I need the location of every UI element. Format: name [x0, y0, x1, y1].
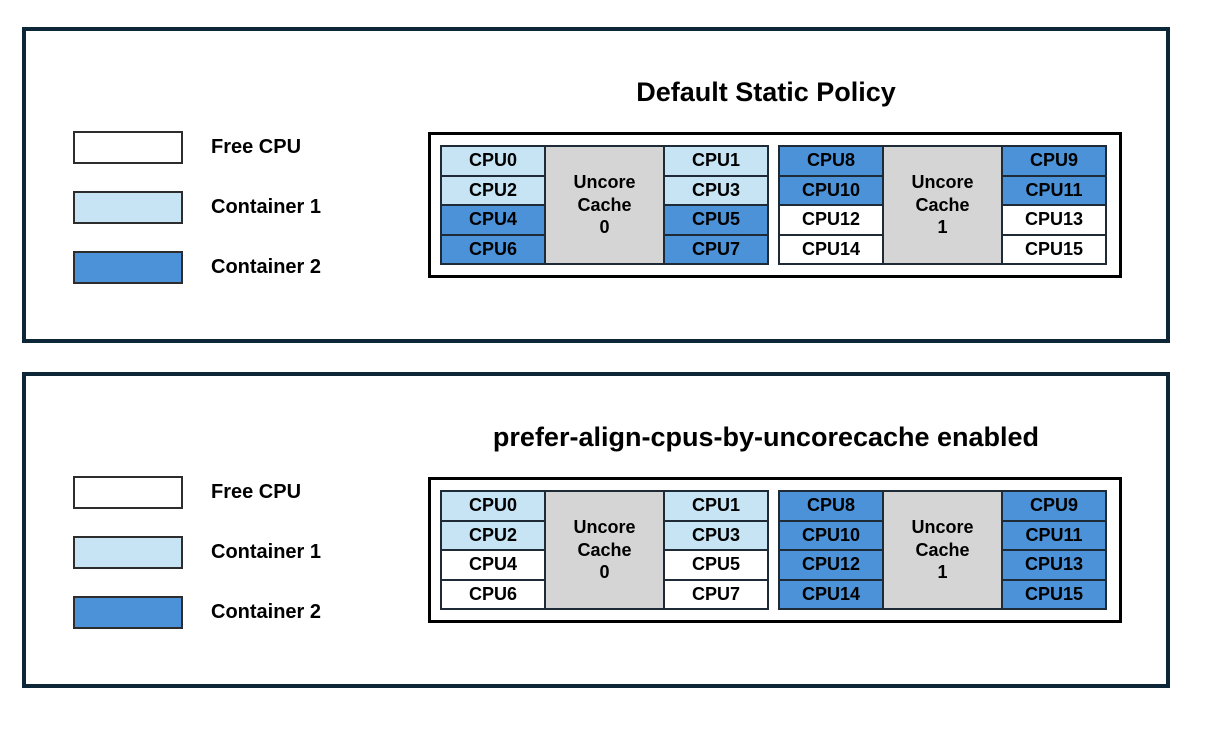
cpu-cell: CPU1	[663, 490, 769, 522]
legend-item: Free CPU	[73, 131, 321, 164]
legend: Free CPU Container 1 Container 2	[73, 131, 321, 311]
uncore-cache-label-line: 0	[599, 217, 610, 238]
cpu-cell: CPU14	[778, 578, 884, 610]
cpu-cell: CPU7	[663, 578, 769, 610]
cpu-cell: CPU9	[1001, 145, 1107, 177]
cpu-cell: CPU8	[778, 145, 884, 177]
legend-item: Container 1	[73, 536, 321, 569]
cpu-cell: CPU9	[1001, 490, 1107, 522]
cpu-cell: CPU2	[440, 174, 546, 206]
legend-label: Free CPU	[211, 481, 302, 503]
cpu-cell: CPU13	[1001, 204, 1107, 236]
policy-panel: Default Static Policy Free CPU Container…	[22, 27, 1170, 343]
cpu-cell: CPU10	[778, 519, 884, 551]
uncore-cache-label-line: Uncore	[911, 172, 974, 193]
cpu-cell: CPU10	[778, 174, 884, 206]
legend-swatch	[73, 536, 183, 569]
cpu-cell: CPU4	[440, 204, 546, 236]
cpu-cell: CPU2	[440, 519, 546, 551]
cpu-cell: CPU3	[663, 174, 769, 206]
cpu-cell: CPU3	[663, 519, 769, 551]
cpu-cell: CPU15	[1001, 578, 1107, 610]
legend: Free CPU Container 1 Container 2	[73, 476, 321, 656]
legend-item: Container 2	[73, 596, 321, 629]
cpu-cell: CPU0	[440, 145, 546, 177]
uncore-cache-label-line: 1	[937, 562, 948, 583]
uncore-cache-label-line: Cache	[577, 194, 632, 215]
cpu-cell: CPU14	[778, 233, 884, 265]
cpu-cell: CPU12	[778, 549, 884, 581]
legend-item: Free CPU	[73, 476, 321, 509]
cpu-cell: CPU6	[440, 578, 546, 610]
cpu-cell: CPU5	[663, 549, 769, 581]
legend-swatch	[73, 131, 183, 164]
cpu-cell: CPU7	[663, 233, 769, 265]
uncore-cache-label-line: 0	[599, 562, 610, 583]
uncore-cache-label-line: Cache	[915, 539, 970, 560]
cpu-cell: CPU1	[663, 145, 769, 177]
cpu-cell: CPU11	[1001, 519, 1107, 551]
uncore-cache-label-line: Uncore	[573, 172, 636, 193]
policy-panel: prefer-align-cpus-by-uncorecache enabled…	[22, 372, 1170, 688]
uncore-cache-label-line: Cache	[577, 539, 632, 560]
legend-item: Container 2	[73, 251, 321, 284]
legend-item: Container 1	[73, 191, 321, 224]
cpu-cell: CPU5	[663, 204, 769, 236]
cpu-cell: CPU11	[1001, 174, 1107, 206]
uncore-cache-label-line: 1	[937, 217, 948, 238]
legend-label: Free CPU	[211, 136, 302, 158]
legend-swatch	[73, 251, 183, 284]
cpu-cell: CPU0	[440, 490, 546, 522]
uncore-cache-label-line: Uncore	[911, 517, 974, 538]
legend-swatch	[73, 476, 183, 509]
uncore-cache-label-line: Uncore	[573, 517, 636, 538]
uncore-cache-label-line: Cache	[915, 194, 970, 215]
legend-label: Container 2	[211, 256, 322, 278]
panel-title: Default Static Policy	[636, 77, 896, 107]
cpu-cell: CPU12	[778, 204, 884, 236]
legend-swatch	[73, 191, 183, 224]
cpu-cell: CPU6	[440, 233, 546, 265]
legend-swatch	[73, 596, 183, 629]
cpu-cell: CPU13	[1001, 549, 1107, 581]
panel-title: prefer-align-cpus-by-uncorecache enabled	[492, 422, 1040, 452]
cpu-cell: CPU15	[1001, 233, 1107, 265]
legend-label: Container 1	[211, 541, 322, 563]
legend-label: Container 1	[211, 196, 322, 218]
cpu-cell: CPU8	[778, 490, 884, 522]
cpu-cell: CPU4	[440, 549, 546, 581]
legend-label: Container 2	[211, 601, 322, 623]
